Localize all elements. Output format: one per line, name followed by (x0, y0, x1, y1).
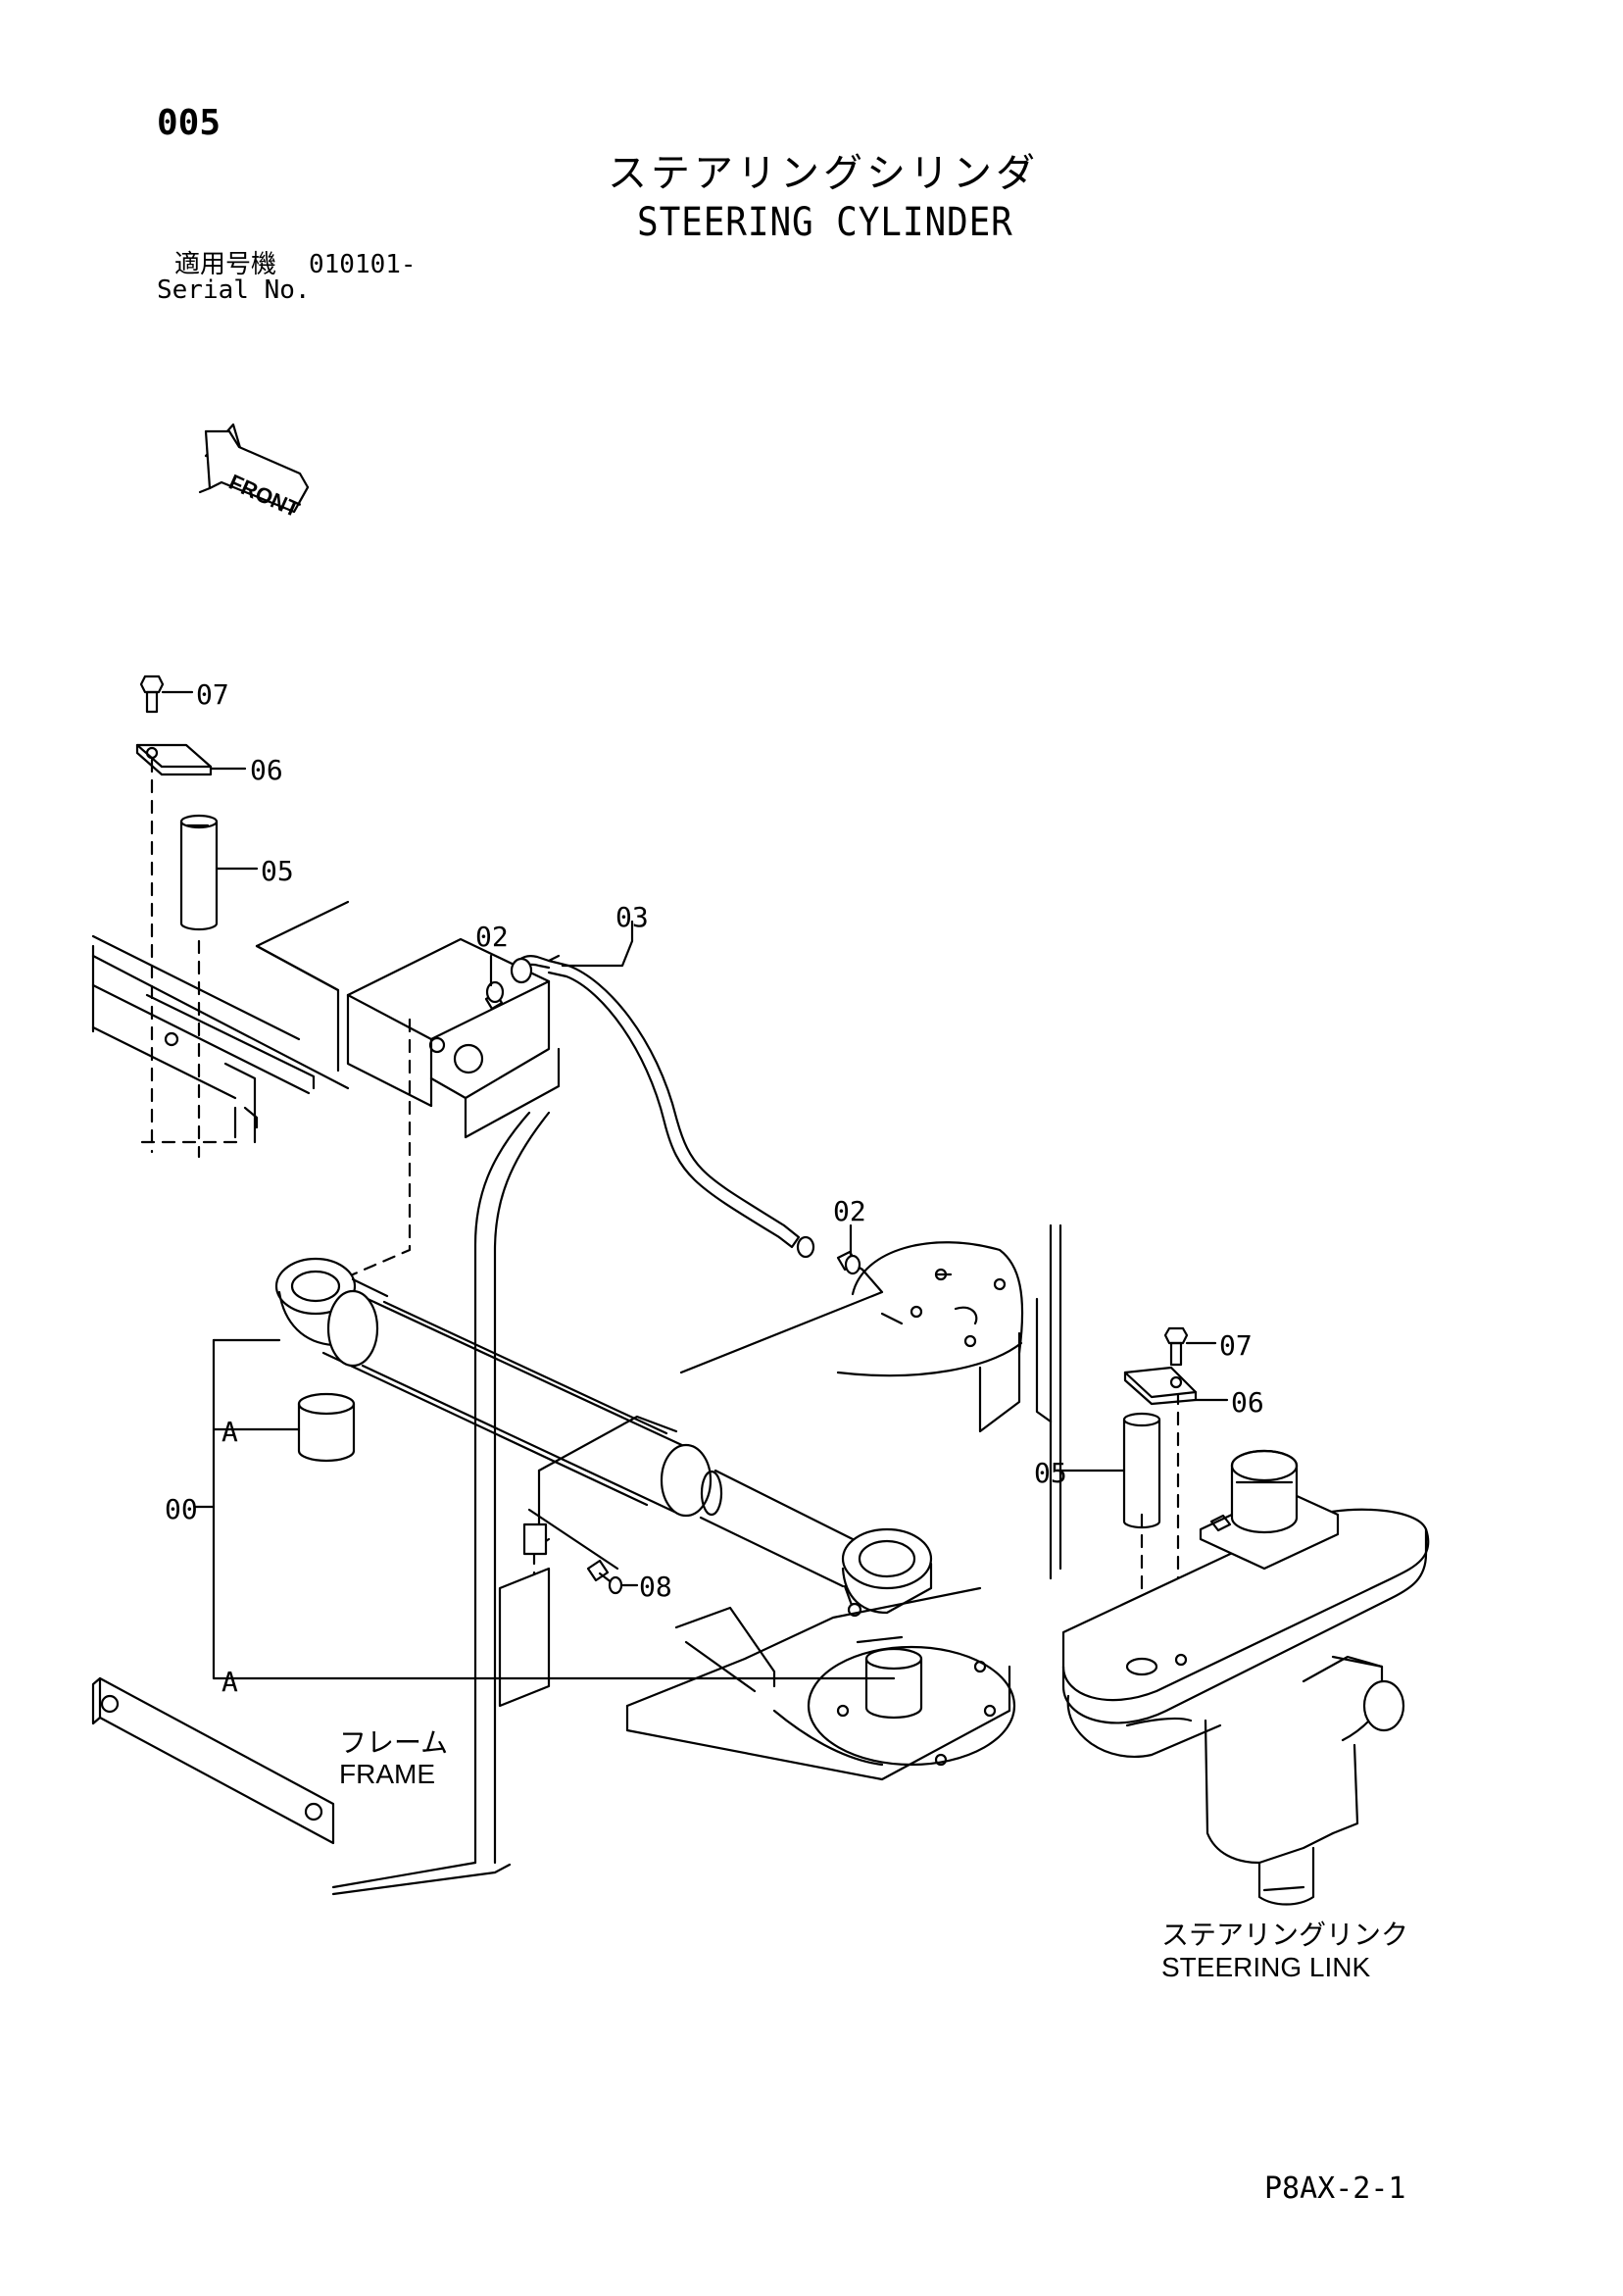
label-fitting-lower: 02 (833, 1195, 866, 1227)
frame-caption-japanese: フレーム (339, 1727, 449, 1758)
label-pin-right: 05 (1034, 1457, 1067, 1489)
label-fitting-top: 02 (475, 921, 509, 953)
serial-value: 010101- (309, 250, 417, 279)
top-plate (135, 743, 247, 776)
label-plate-right: 06 (1231, 1386, 1264, 1419)
serial-label-japanese: 適用号機 (174, 250, 277, 279)
label-bushing-a2: A (221, 1666, 238, 1698)
bushing-front (864, 1647, 923, 1720)
leader-lines (194, 920, 896, 1680)
upper-frame-bar (91, 954, 350, 1144)
rear-turntable (836, 1241, 1053, 1433)
frame-caption-english: FRAME (339, 1759, 435, 1789)
top-pin (179, 814, 259, 931)
title-english: STEERING CYLINDER (637, 200, 1013, 245)
steering-link (1061, 1449, 1430, 1906)
hose-assembly (484, 954, 884, 1374)
label-hose: 03 (615, 901, 649, 933)
label-bolt-top: 07 (196, 678, 229, 711)
label-bolt-right: 07 (1219, 1329, 1253, 1362)
bushing-rear (297, 1392, 356, 1463)
grease-fitting (586, 1559, 639, 1595)
link-caption-english: STEERING LINK (1161, 1952, 1371, 1982)
right-pin (1055, 1412, 1161, 1529)
frame-structure (91, 900, 1062, 1896)
title-japanese: ステアリングシリンダ (608, 151, 1039, 196)
top-bolt (139, 674, 194, 714)
label-grease-fitting: 08 (639, 1571, 672, 1603)
footer-code: P8AX-2-1 (1264, 2171, 1406, 2206)
page-number: 005 (157, 103, 221, 143)
serial-label-english: Serial No. (157, 275, 311, 305)
right-bolt (1163, 1326, 1217, 1367)
label-assembly: 00 (165, 1493, 198, 1525)
label-plate-top: 06 (250, 754, 283, 786)
label-bushing-a1: A (221, 1416, 238, 1448)
right-plate (1123, 1366, 1229, 1406)
centerlines (140, 758, 1180, 1669)
label-pin-top: 05 (261, 855, 294, 887)
front-arrow-icon: FRONT (198, 423, 310, 523)
link-caption-japanese: ステアリングリンク (1161, 1920, 1409, 1950)
